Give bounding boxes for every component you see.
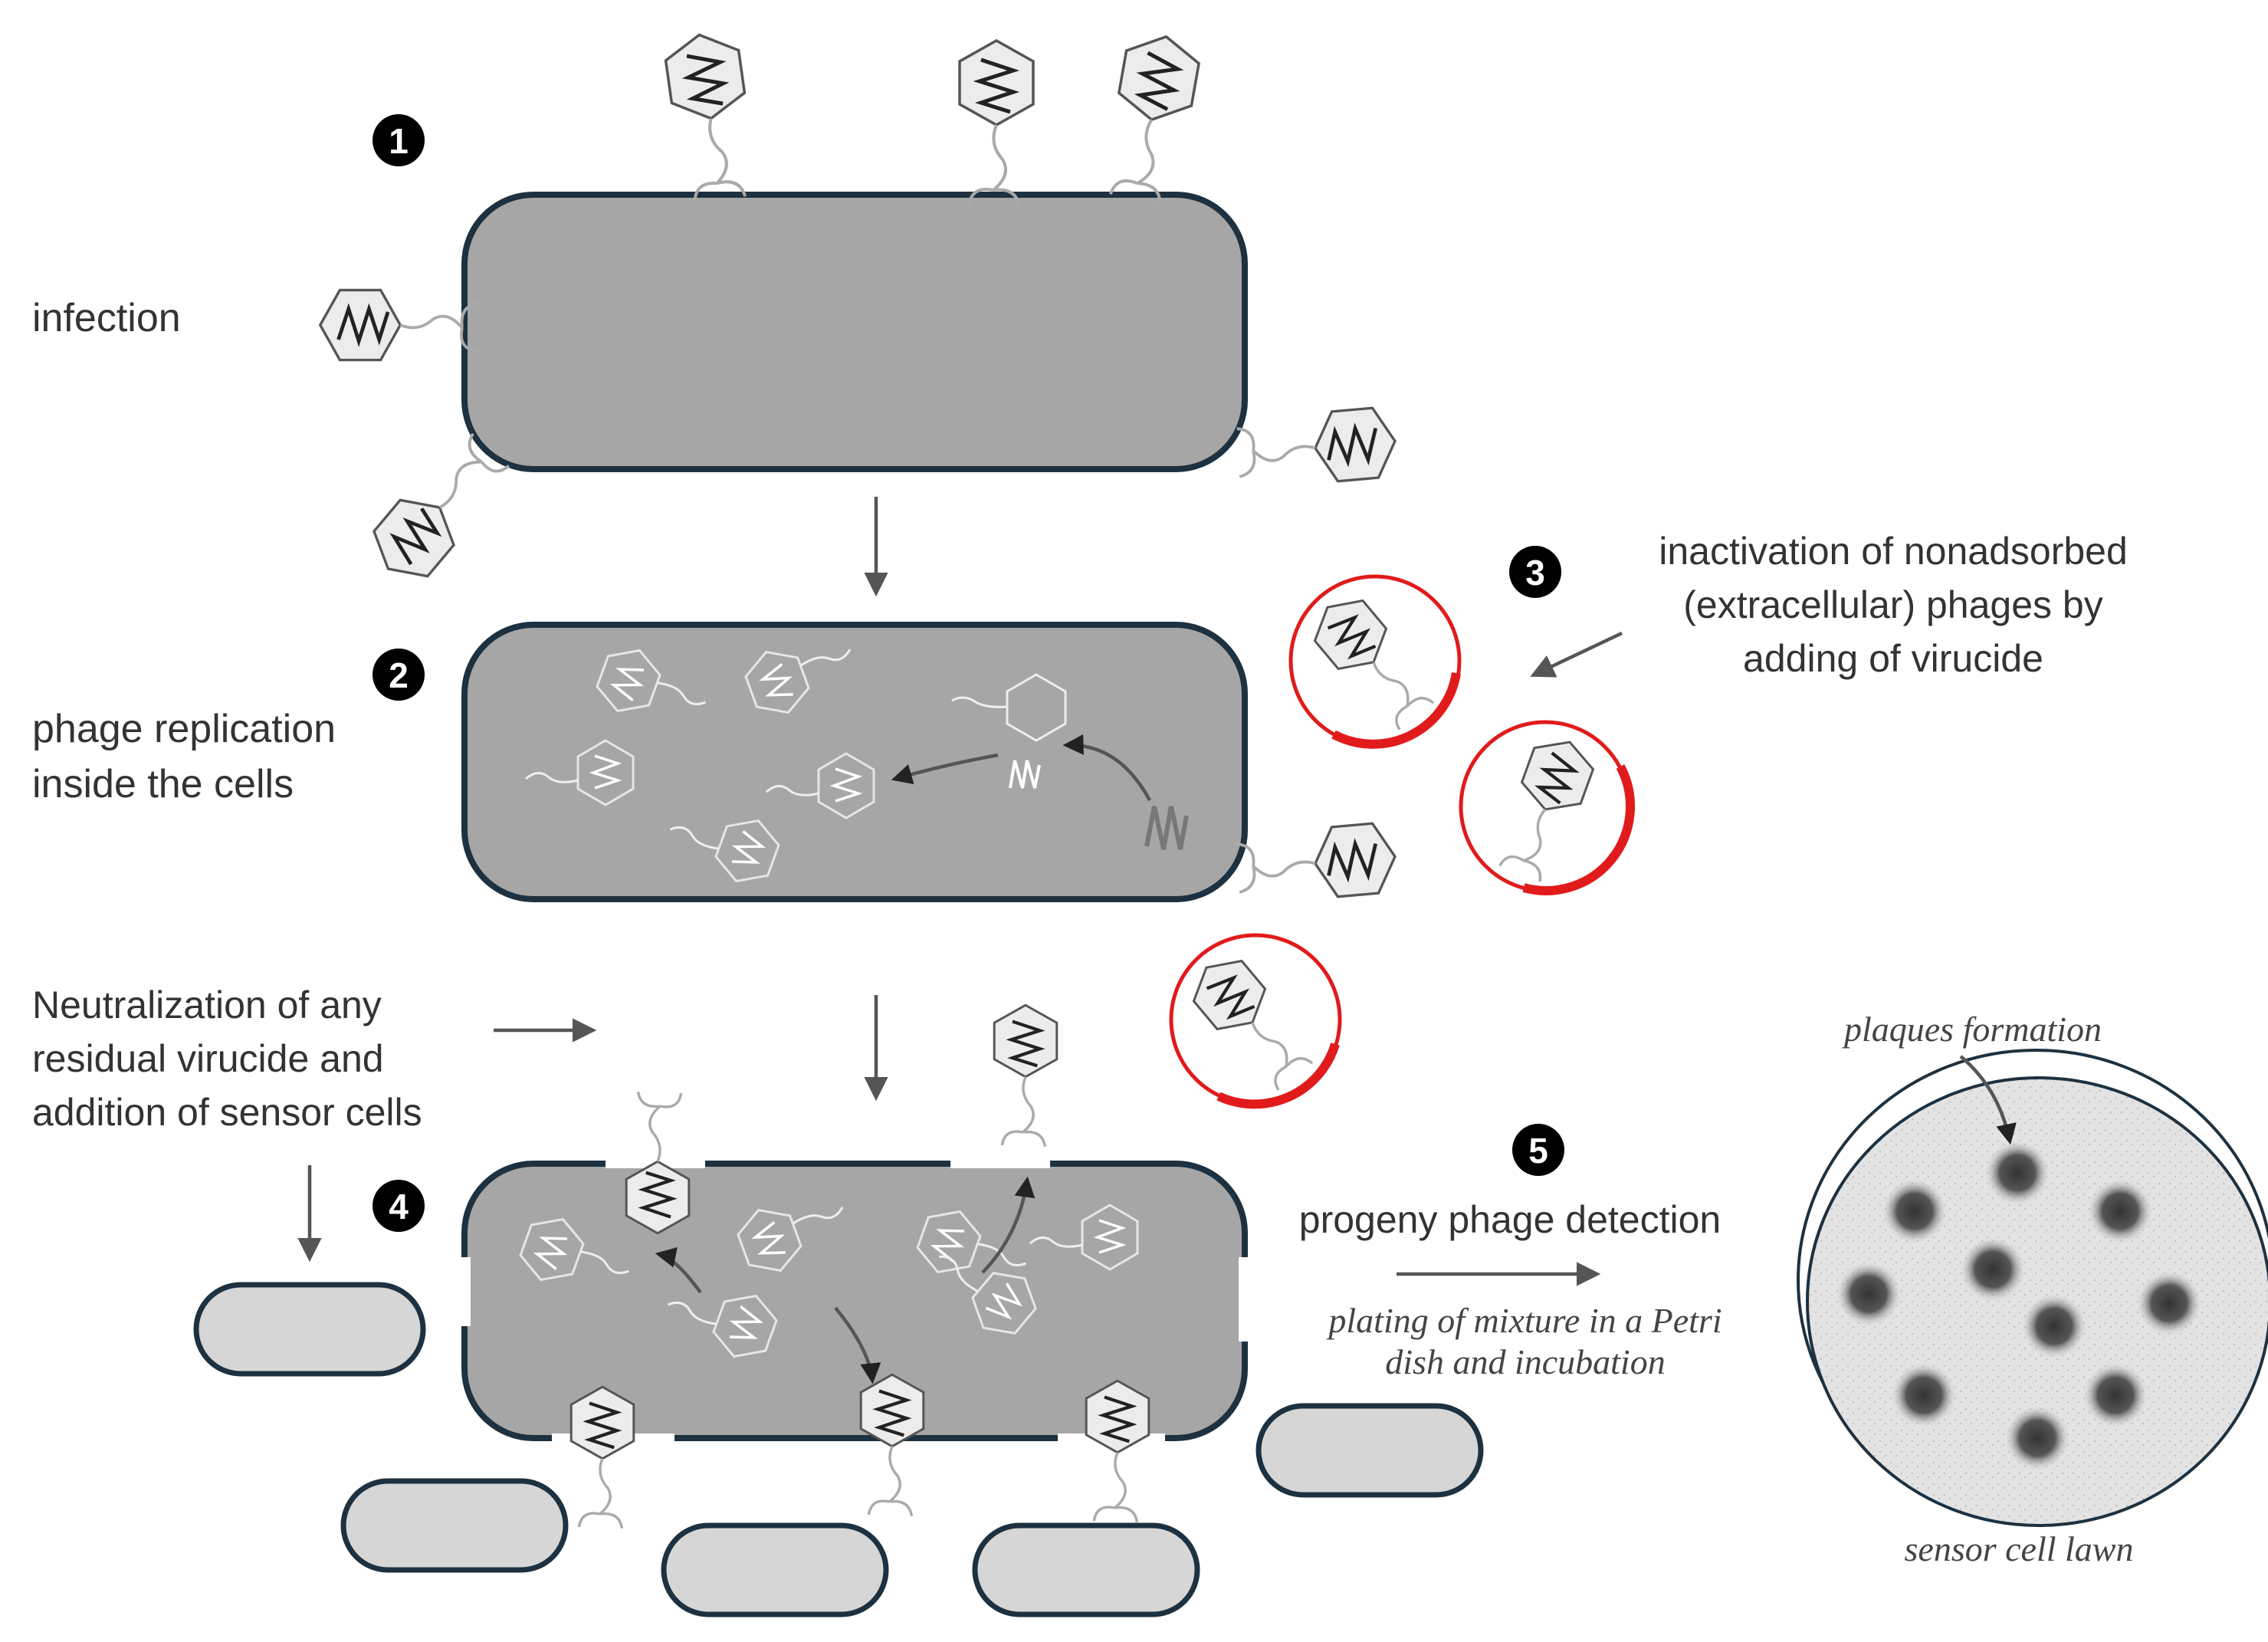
host-cell-2 [461, 622, 1248, 902]
phage-icon [663, 30, 759, 205]
label-inactivation-2: (extracellular) phages by [1683, 583, 2103, 626]
label-neutralization-3: addition of sensor cells [32, 1091, 422, 1134]
label-plating-2: dish and incubation [1385, 1342, 1665, 1381]
dna-icon [1144, 806, 1189, 850]
label-neutralization-2: residual virucide and [32, 1037, 384, 1080]
label-replication-2: inside the cells [32, 762, 294, 806]
label-plating-1: plating of mixture in a Petri [1326, 1301, 1722, 1340]
plaque-icon [2137, 1271, 2201, 1335]
step-5: 5 [1512, 1124, 1564, 1176]
plaque-icon [2088, 1179, 2152, 1243]
plaque-icon [2083, 1363, 2148, 1427]
step-1: 1 [373, 114, 425, 166]
phage-icon [1086, 1381, 1149, 1522]
sensor-cell [193, 1282, 426, 1377]
virucide-ring-icon [1459, 720, 1635, 895]
plaque-icon [1985, 1141, 2050, 1205]
phage-icon [861, 1374, 924, 1516]
plaques [1836, 1141, 2201, 1470]
arrow-icon [1959, 1055, 2017, 1145]
sensor-cell [972, 1522, 1200, 1617]
sensor-cell [340, 1478, 569, 1573]
dna-icon [1009, 760, 1041, 789]
arrow-icon [891, 753, 999, 784]
label-infection: infection [32, 296, 181, 340]
host-cell-1 [461, 192, 1248, 472]
phage-icon [1235, 822, 1398, 905]
step-5-number: 5 [1528, 1131, 1548, 1171]
virucide-ring-icon [1169, 933, 1342, 1109]
arrow-icon [1062, 734, 1151, 802]
arrow-icon [1530, 631, 1623, 678]
virucide-ring-icon [1288, 574, 1462, 749]
step-4-number: 4 [389, 1187, 409, 1227]
arrow-icon [655, 1247, 702, 1294]
label-inactivation-1: inactivation of nonadsorbed [1659, 530, 2128, 573]
plaque-icon [1836, 1262, 1901, 1326]
step-2-number: 2 [389, 655, 409, 695]
step-4: 4 [373, 1180, 425, 1232]
sensor-cell [1255, 1403, 1484, 1498]
label-plaques: plaques formation [1842, 1010, 2102, 1049]
label-neutralization-1: Neutralization of any [32, 984, 382, 1026]
phage-icon [994, 1005, 1057, 1146]
label-progeny: progeny phage detection [1299, 1198, 1721, 1241]
arrow-icon [834, 1306, 881, 1384]
label-lawn: sensor cell lawn [1905, 1529, 2134, 1568]
plaque-icon [2022, 1294, 2086, 1358]
empty-capsid-icon [1006, 673, 1067, 742]
plaque-icon [1892, 1363, 1956, 1427]
phage-icon [571, 1387, 634, 1528]
phage-icon [320, 290, 478, 360]
phage-icon [1101, 31, 1203, 207]
phage-icon [1235, 406, 1398, 490]
step-3-number: 3 [1525, 553, 1545, 593]
arrow-icon [981, 1176, 1036, 1274]
step-2: 2 [373, 649, 425, 701]
label-inactivation-3: adding of virucide [1743, 637, 2043, 680]
step-3: 3 [1509, 546, 1561, 598]
label-replication-1: phage replication [32, 707, 336, 751]
sensor-cell [661, 1522, 889, 1617]
step-1-number: 1 [389, 121, 409, 161]
plaque-icon [1882, 1179, 1947, 1243]
plaque-icon [1961, 1237, 2025, 1302]
plaque-icon [2005, 1406, 2069, 1470]
phage-icon [960, 41, 1033, 207]
